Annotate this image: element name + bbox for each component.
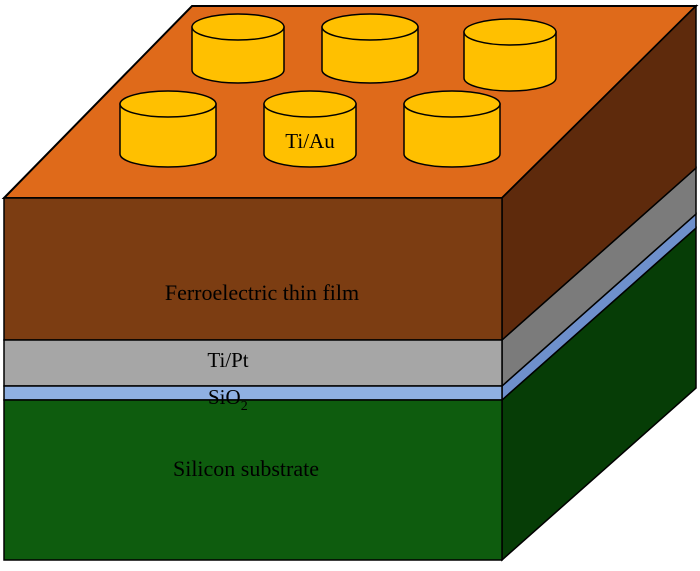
electrode-cylinder bbox=[463, 18, 557, 92]
sio2-label-base: SiO bbox=[208, 385, 241, 409]
electrode-cylinder bbox=[119, 90, 217, 168]
electrode-cylinder bbox=[263, 90, 357, 168]
electrode-cylinder bbox=[403, 90, 501, 168]
sio2-label: SiO2 bbox=[208, 385, 248, 414]
substrate-front-face bbox=[3, 399, 503, 561]
tipt-front-face bbox=[3, 339, 503, 387]
sio2-front-face bbox=[3, 385, 503, 401]
sio2-label-subscript: 2 bbox=[241, 399, 248, 414]
electrode-label: Ti/Au bbox=[285, 129, 335, 153]
ferroelectric-front-face bbox=[3, 197, 503, 341]
electrode-cylinder bbox=[191, 13, 285, 84]
substrate-label: Silicon substrate bbox=[173, 456, 319, 481]
tipt-label: Ti/Pt bbox=[207, 348, 248, 372]
ferroelectric-label: Ferroelectric thin film bbox=[165, 280, 359, 305]
electrode-cylinder bbox=[321, 13, 419, 84]
